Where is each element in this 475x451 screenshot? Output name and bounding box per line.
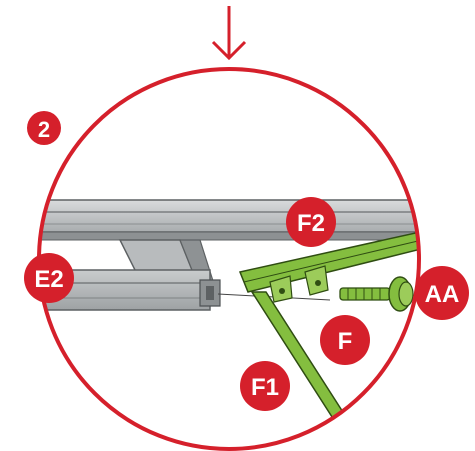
green-bracket (238, 231, 419, 421)
label-f1-badge: F1 (240, 361, 290, 411)
label-f2: F2 (297, 210, 325, 237)
detail-view (39, 69, 419, 449)
upper-rail (39, 199, 419, 241)
step-number-badge: 2 (27, 111, 61, 145)
down-arrow-icon (211, 6, 247, 61)
label-f-badge: F (320, 315, 370, 365)
label-f: F (338, 328, 353, 355)
label-aa-badge: AA (415, 266, 469, 320)
label-f2-badge: F2 (286, 197, 336, 247)
label-e2-badge: E2 (24, 253, 74, 303)
label-e2: E2 (34, 266, 63, 293)
screw-icon (339, 276, 414, 312)
label-f1: F1 (251, 374, 279, 401)
label-aa: AA (425, 281, 460, 308)
step-number: 2 (38, 117, 50, 142)
